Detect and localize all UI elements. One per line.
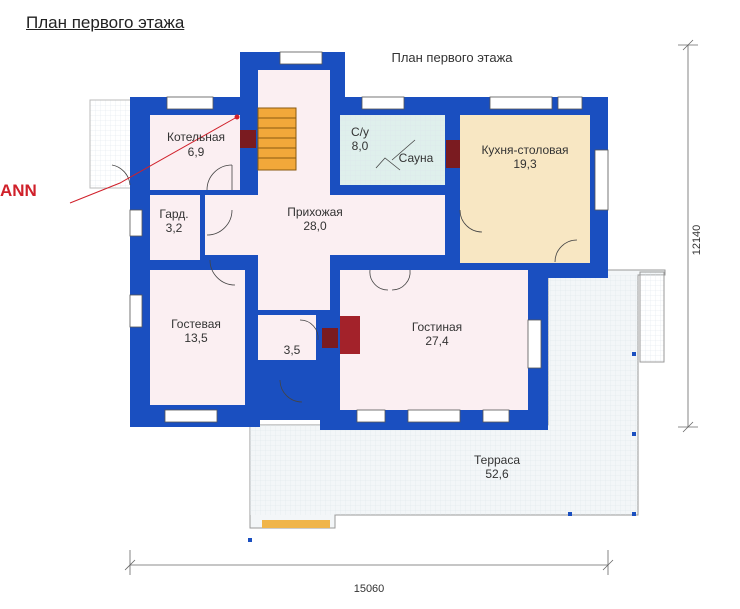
chimney [340,316,360,354]
windows [129,51,609,423]
room-gard-area: 3,2 [166,221,183,235]
terrace-posts [248,352,636,542]
doors [111,139,578,403]
room-hall-area: 28,0 [303,219,327,233]
room-guest-name: Гостевая [171,317,221,331]
room-hall-name: Прихожая [287,205,343,219]
room-living-name: Гостиная [412,320,462,334]
room-terrace-area: 52,6 [485,467,509,481]
dimension-depth [678,39,698,433]
room-su-area: 8,0 [352,139,369,153]
dimension-width [124,550,614,575]
brand-label: ANN [0,181,37,200]
room-guest-area: 13,5 [184,331,208,345]
brand-pointer [69,116,238,204]
room-kitchen-area: 19,3 [513,157,537,171]
staircase [257,107,297,171]
room-kitchen-name: Кухня-столовая [481,143,568,157]
room-kotelnaya-area: 6,9 [188,145,205,159]
side-step [639,271,665,363]
room-su-name: С/у [351,125,369,139]
balcony [89,99,133,189]
dimension-depth-label: 12140 [691,225,703,256]
room-small-area: 3,5 [284,343,301,357]
room-kotelnaya-name: Котельная [167,130,225,144]
stove-icon [322,328,338,348]
room-living-area: 27,4 [425,334,449,348]
dimension-width-label: 15060 [354,583,385,595]
page-title: План первого этажа [26,13,185,32]
room-sauna-name: Сауна [399,151,434,165]
room-terrace-name: Терраса [474,453,520,467]
room-gard-name: Гард. [159,207,188,221]
kitchen-stove-icon [446,140,460,168]
room-floors [150,70,590,410]
boiler-icon [240,130,256,148]
plan-subtitle: План первого этажа [391,50,513,65]
terrace-step [262,520,330,528]
